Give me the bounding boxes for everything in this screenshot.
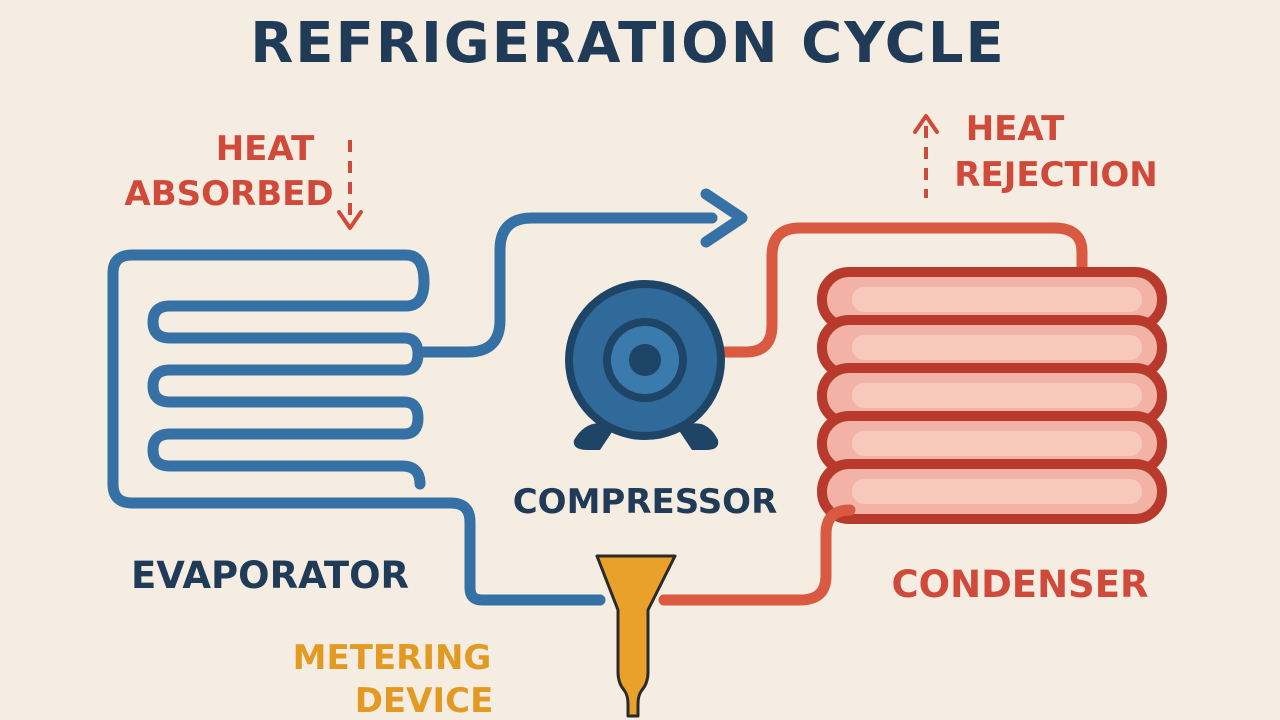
metering-device-label-line1: METERING	[293, 638, 492, 678]
heat-rejection-arrowhead-icon	[913, 114, 939, 134]
compressor-icon	[565, 280, 725, 450]
metering-device-icon	[595, 554, 677, 718]
metering-device-label-line2: DEVICE	[355, 681, 494, 720]
evaporator-label: EVAPORATOR	[131, 554, 409, 597]
heat-absorbed-arrowhead-icon	[337, 210, 363, 230]
condenser-label: CONDENSER	[892, 563, 1149, 606]
diagram-title: REFRIGERATION CYCLE	[250, 11, 1006, 76]
condenser-outlet-line	[658, 504, 856, 606]
suction-line	[418, 212, 718, 358]
heat-rejection-label-line1: HEAT	[966, 109, 1065, 149]
compressor-label: COMPRESSOR	[513, 482, 778, 522]
discharge-line	[716, 222, 1088, 358]
flow-arrow-icon	[700, 188, 748, 248]
heat-absorbed-label-line1: HEAT	[216, 129, 315, 169]
heat-rejection-label-line2: REJECTION	[954, 155, 1157, 195]
heat-absorbed-label-line2: ABSORBED	[124, 174, 333, 214]
condenser-coil	[817, 267, 1167, 524]
evaporator-coil	[107, 249, 506, 606]
